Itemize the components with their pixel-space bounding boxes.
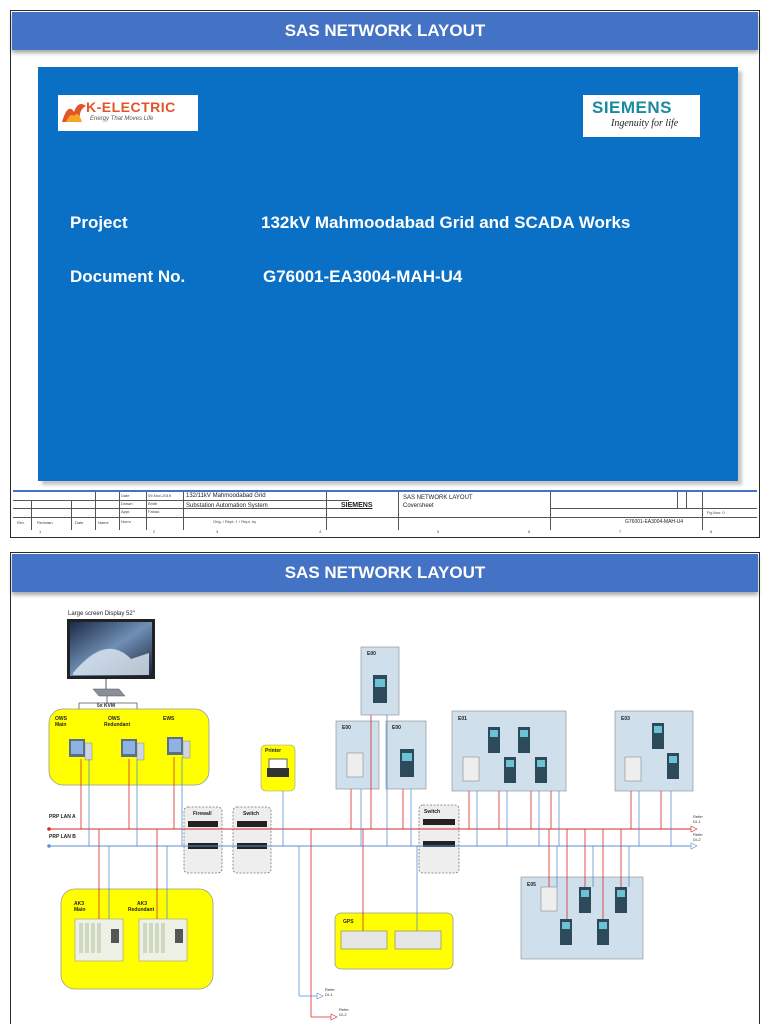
tb-date-label: Date [121,493,130,498]
bay-e00-top-label: E00 [367,651,376,657]
siemens-logo: SIEMENS Ingenuity for life [583,95,700,137]
siemens-tagline: Ingenuity for life [611,118,679,129]
siemens-name: SIEMENS [592,98,673,117]
bay-e05-label: E05 [527,882,536,888]
lan-b-label: PRP LAN B [49,834,76,840]
switch-label-1: Switch [243,811,259,817]
kvm-label: 5x KVM [97,703,115,709]
ext-ref-b-label-line1: Refer [693,832,703,837]
cover-title: SAS NETWORK LAYOUT [12,12,758,50]
ows-redundant-label-line1: OWS [108,716,121,722]
ext-ref-bottom-a-line2: DI-1 [325,992,333,997]
kelectric-tagline: Energy That Moves Life [90,116,154,122]
tb-revision-label: Revisiøn [37,520,53,525]
ak3-main-rack-icon [74,918,124,962]
column-number: 7 [619,529,622,534]
gps-label: GPS [343,919,354,925]
ak3-main-label-line2: Main [74,907,85,913]
network-title: SAS NETWORK LAYOUT [12,554,758,592]
tb-rev-label: Rev. [17,520,25,525]
tb-drawn-label: Drawn [121,501,133,506]
document-label: Document No. [70,267,186,286]
ak3-redundant-label-line2: Redundant [128,907,154,913]
firewall-label: Firewall [193,811,212,817]
gps-receiver-icon [340,930,442,950]
tb-page-label: Pg.Nos: 0 [707,510,725,515]
bay-e03-label: E03 [621,716,630,722]
tb-appr-value: Fahad [148,509,160,514]
switch-label-2: Switch [424,809,440,815]
network-diagram: Large screen Display 52" 5x KVM OWS Main… [47,611,703,1021]
tb-sheet-title2: Coversheet [403,503,434,509]
lan-a-label: PRP LAN A [49,814,76,820]
ak3-redundant-label-line1: AK3 [137,901,147,907]
kelectric-logo: K-ELECTRIC Energy That Moves Life [58,95,198,131]
tb-company: SIEMENS [341,502,373,509]
tb-appr-label: Appr. [121,509,131,514]
tb-project-line1: 132/11kV Mahmoodabad Grid [186,493,266,499]
bay-e01-label: E01 [458,716,467,722]
kelectric-name: K-ELECTRIC [86,99,176,115]
column-number: 6 [528,529,531,534]
tb-doc-number: G76001-EA3004-MAH-U4 [625,519,684,525]
gps-group [334,912,454,970]
project-value: 132kV Mahmoodabad Grid and SCADA Works [261,213,631,232]
column-numbers: 1 2 3 4 5 6 7 8 [13,529,757,537]
tb-date-value: 09-Nov-2019 [148,493,172,498]
ows-redundant-computer-icon [121,739,145,761]
tb-drawn-value: Bhitti [148,501,157,506]
ews-computer-icon [167,737,191,759]
large-screen-display-icon [67,619,155,679]
tb-name-col-label: Name [98,520,109,525]
bay-e00-left-label: E00 [342,725,351,731]
switch-group-2 [418,804,460,874]
ak3-main-label-line1: AK3 [74,901,84,907]
document-value: G76001-EA3004-MAH-U4 [263,267,463,286]
ext-ref-bottom-b-line2: DI-2 [339,1012,347,1017]
display-label: Large screen Display 52" [68,611,135,617]
column-number: 1 [39,529,42,534]
printer-label: Printer [265,748,281,754]
tb-project-line2: Substation Automation System [186,503,268,509]
tb-orig-label: Orig. / Rept. f. / Rept. by [213,519,257,524]
column-number: 4 [319,529,322,534]
tb-date-col-label: Date [75,520,84,525]
ows-redundant-label-line2: Redundant [104,722,130,728]
bay-e00-right-label: E00 [392,725,401,731]
ows-main-label-line2: Main [55,722,66,728]
column-number: 5 [437,529,440,534]
ak3-redundant-rack-icon [138,918,188,962]
printer-icon [267,758,289,777]
ext-ref-a-label-line1: Refer [693,814,703,819]
ext-ref-bottom-a-line1: Refer [325,987,335,992]
drawing-title-block: Date 09-Nov-2019 Drawn Bhitti Appr. Faha… [13,490,757,530]
network-slide: SAS NETWORK LAYOUT Large screen Display … [10,552,760,1024]
ext-ref-a-label-line2: DI-1 [693,819,701,824]
ext-ref-b-label-line2: DI-2 [693,837,701,842]
column-number: 2 [153,529,156,534]
column-number: 8 [710,529,713,534]
ows-main-label-line1: OWS [55,716,68,722]
ews-label: EWS [163,716,175,722]
tb-norm-label: Norm [121,519,131,524]
ext-ref-bottom-b-line1: Refer [339,1007,349,1012]
ows-main-computer-icon [69,739,93,761]
kvm-switch-icon [92,688,126,697]
kelectric-flame-icon [62,104,86,122]
tb-sheet-title1: SAS NETWORK LAYOUT [403,495,473,501]
cover-slide: SAS NETWORK LAYOUT K-ELECTRIC Energy Tha… [10,10,760,538]
project-label: Project [70,213,128,232]
column-number: 3 [216,529,219,534]
